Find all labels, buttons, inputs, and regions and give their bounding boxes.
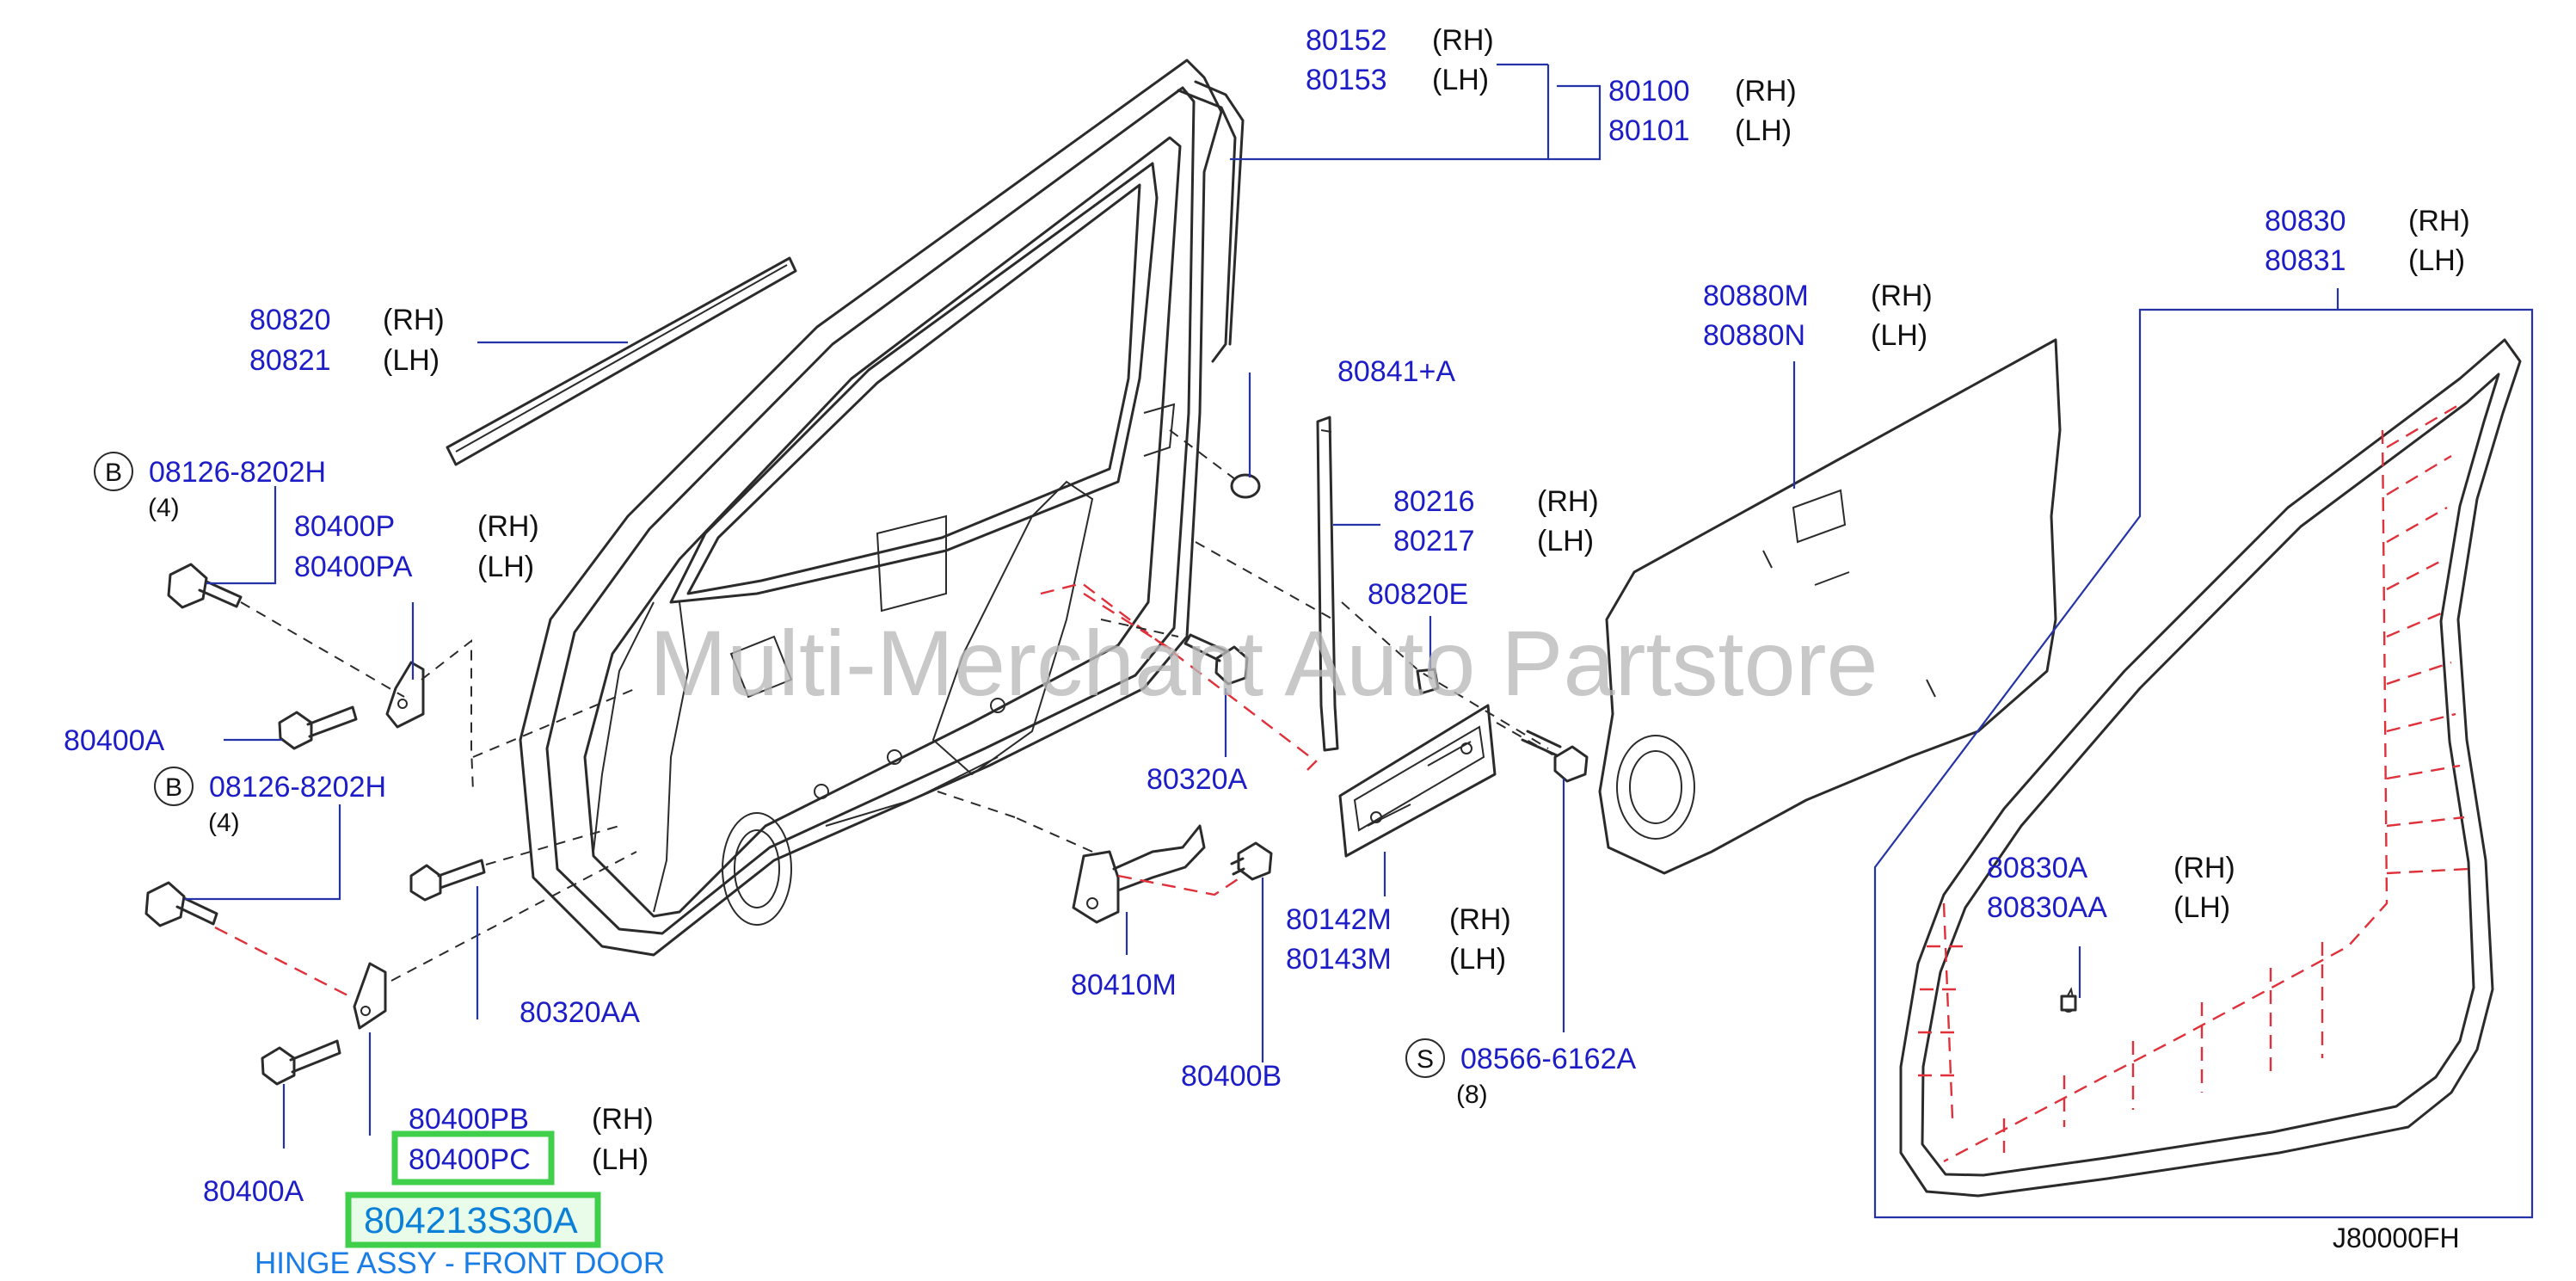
check-link-80410m: [1072, 824, 1206, 924]
callout-80400a-upper-number: 80400A: [64, 724, 165, 757]
callout-80101-number: 80101: [1608, 114, 1690, 147]
callout-80831-side: (LH): [2408, 244, 2465, 277]
callout-80830-side: (RH): [2408, 205, 2470, 237]
clip-80820e: [1416, 668, 1440, 695]
screw-08566: [1521, 730, 1589, 783]
callout-80880n-side: (LH): [1871, 319, 1927, 352]
callout-80400p-number: 80400P: [294, 510, 395, 543]
callout-80400a-lower-number: 80400A: [203, 1175, 304, 1208]
callout-80100-side: (RH): [1735, 75, 1797, 108]
callout-80143m-number: 80143M: [1286, 943, 1392, 976]
callout-08126-lower-number: 08126-8202H: [209, 771, 386, 804]
highlighted-part-number: 804213S30A: [364, 1200, 578, 1241]
bolt-symbol-letter: B: [165, 773, 182, 802]
door-weatherstrip-80830: [1899, 338, 2522, 1198]
black-dashed-lines: [240, 429, 1558, 982]
weatherstrip-red-hatch: [1918, 403, 2469, 1163]
callout-08566-number: 08566-6162A: [1460, 1043, 1637, 1075]
front-door-shell: [519, 59, 1223, 957]
callout-80216-side: (RH): [1537, 485, 1599, 518]
callout-80400pb-side: (RH): [592, 1103, 654, 1136]
callout-80830-number: 80830: [2265, 205, 2346, 237]
callout-08566-count: (8): [1456, 1081, 1488, 1109]
lock-assembly-80142m: [1338, 704, 1497, 858]
callout-80830a-side: (RH): [2173, 852, 2235, 884]
callout-80142m-number: 80142M: [1286, 903, 1392, 936]
bolt-symbol-letter: B: [105, 459, 122, 487]
callout-80320aa-number: 80320AA: [520, 996, 640, 1029]
callout-80153-side: (LH): [1432, 64, 1489, 96]
bolt-08126-lower: [144, 881, 218, 927]
screw-symbol-circle: [1405, 1038, 1445, 1078]
callout-80400pc-number: 80400PC: [409, 1143, 531, 1176]
callout-80217-number: 80217: [1393, 525, 1475, 557]
sash-guide-80216: [1316, 416, 1339, 752]
callout-80820-side: (RH): [383, 304, 445, 336]
callout-80101-side: (LH): [1735, 114, 1792, 147]
callout-80821-number: 80821: [249, 344, 331, 377]
bolt-80400b: [1230, 841, 1273, 881]
diagram-code: J80000FH: [2333, 1222, 2460, 1253]
highlight-box-80400pc: [391, 1130, 555, 1186]
callout-80830aa-side: (LH): [2173, 891, 2230, 924]
callout-80152-side: (RH): [1432, 24, 1494, 57]
callout-80830aa-number: 80830AA: [1987, 891, 2107, 924]
callout-80100-number: 80100: [1608, 75, 1690, 108]
lower-hinge: [353, 962, 387, 1030]
callout-80400pb-number: 80400PB: [409, 1103, 529, 1136]
callout-80153-number: 80153: [1306, 64, 1387, 96]
callout-80217-side: (LH): [1537, 525, 1594, 557]
callout-80143m-side: (LH): [1449, 943, 1506, 976]
bolt-symbol-circle: [154, 767, 194, 806]
watermark: Multi-Merchant Auto Partstore: [649, 611, 1878, 715]
bolt-symbol-circle: [94, 452, 133, 491]
callout-80841a-number: 80841+A: [1337, 355, 1455, 388]
callout-80400b-number: 80400B: [1181, 1060, 1282, 1093]
callout-80820-number: 80820: [249, 304, 331, 336]
bolt-80400a-upper: [278, 705, 358, 750]
highlight-box-hinge: [345, 1192, 601, 1248]
callout-80152-number: 80152: [1306, 24, 1387, 57]
callout-80320a-number: 80320A: [1147, 763, 1248, 796]
callout-80400pa-number: 80400PA: [294, 551, 413, 583]
callout-80880n-number: 80880N: [1703, 319, 1805, 352]
bolt-80320a: [1183, 633, 1249, 686]
callout-80216-number: 80216: [1393, 485, 1475, 518]
callout-80820e-number: 80820E: [1368, 578, 1468, 611]
door-trim-panel: [1598, 338, 2062, 875]
callout-80831-number: 80831: [2265, 244, 2346, 277]
callout-08126-lower-count: (4): [208, 809, 240, 837]
callout-80400pc-side: (LH): [592, 1143, 649, 1176]
callout-80880m-number: 80880M: [1703, 280, 1809, 312]
upper-hinge: [385, 661, 425, 729]
plug-80841: [1230, 473, 1261, 499]
outer-belt-molding: [446, 256, 797, 466]
callout-80400pa-side: (LH): [477, 551, 534, 583]
callout-80830a-number: 80830A: [1987, 852, 2088, 884]
bolt-80400a-lower: [261, 1039, 341, 1086]
bolt-08126-upper: [167, 563, 243, 609]
callout-80142m-side: (RH): [1449, 903, 1511, 936]
callout-08126-upper-count: (4): [148, 494, 180, 522]
red-dashed-lines: [214, 582, 1318, 1000]
callout-80410m-number: 80410M: [1071, 969, 1177, 1001]
callout-80821-side: (LH): [383, 344, 440, 377]
bolt-80320aa: [409, 859, 486, 902]
leader-lines: [185, 63, 2534, 1219]
highlighted-part-description: HINGE ASSY - FRONT DOOR: [255, 1247, 665, 1277]
screw-symbol-letter: S: [1417, 1045, 1434, 1074]
callout-08126-upper-number: 08126-8202H: [149, 456, 326, 489]
callout-80880m-side: (RH): [1871, 280, 1933, 312]
door-sash-weatherstrip: [1177, 80, 1245, 363]
callout-80400p-side: (RH): [477, 510, 539, 543]
